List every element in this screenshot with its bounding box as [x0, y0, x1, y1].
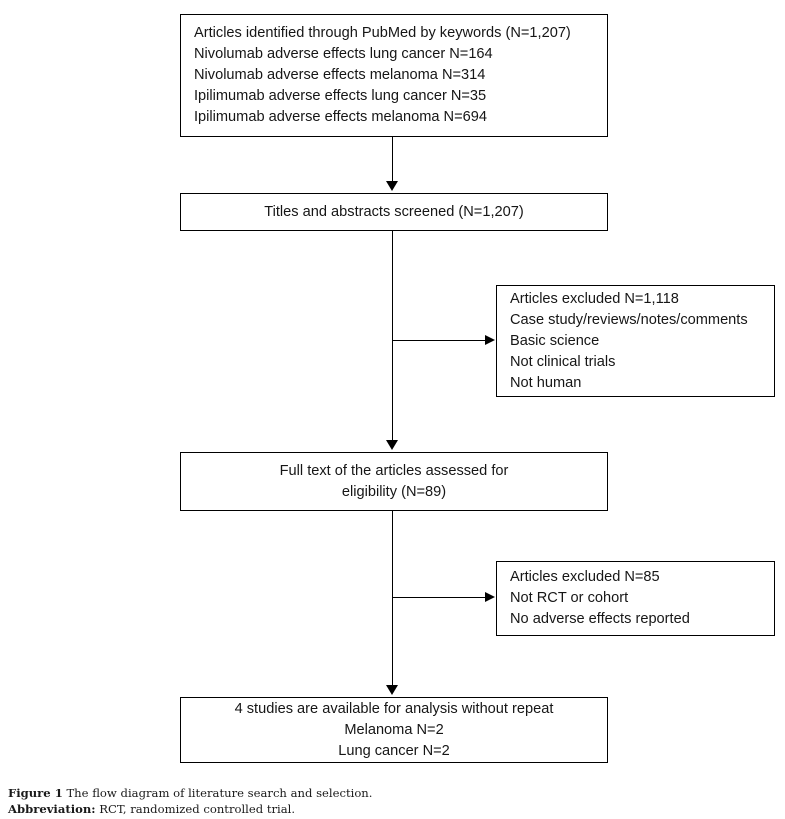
box-line: Not RCT or cohort: [510, 590, 629, 606]
box-line: Lung cancer N=2: [338, 742, 450, 759]
box-studies-included: 4 studies are available for analysis wit…: [180, 697, 608, 763]
box-line: Not clinical trials: [510, 353, 616, 370]
figure-caption-text: The flow diagram of literature search an…: [66, 786, 373, 800]
box-line: eligibility (N=89): [341, 483, 447, 500]
abbreviation-text: RCT, randomized controlled trial.: [99, 801, 296, 816]
flow-diagram: Articles identified through PubMed by ke…: [180, 14, 775, 763]
box-line: Case study/reviews/notes/comments: [510, 311, 748, 328]
box-line: Basic science: [510, 332, 600, 349]
arrow-down-icon: [386, 181, 398, 191]
box-line: Ipilimumab adverse effects lung cancer N…: [194, 88, 487, 104]
arrow-right-icon: [485, 335, 495, 345]
box-line: Ipilimumab adverse effects melanoma N=69…: [194, 109, 487, 125]
connector-fulltext-to-final: [392, 511, 393, 686]
box-articles-excluded-screening: Articles excluded N=1,118 Case study/rev…: [496, 285, 775, 397]
box-line: No adverse effects reported: [510, 611, 690, 627]
figure-number: Figure 1: [8, 786, 63, 800]
figure-caption-line-2: Abbreviation: RCT, randomized controlled…: [8, 802, 778, 818]
arrow-down-icon: [386, 685, 398, 695]
box-titles-abstracts-screened: Titles and abstracts screened (N=1,207): [180, 193, 608, 231]
figure-caption: Figure 1 The flow diagram of literature …: [8, 786, 778, 817]
box-line: Full text of the articles assessed for: [279, 462, 509, 479]
box-line: 4 studies are available for analysis wit…: [234, 700, 554, 717]
box-line: Articles identified through PubMed by ke…: [194, 25, 571, 41]
connector-fulltext-to-excluded-2: [392, 597, 486, 598]
box-line: Nivolumab adverse effects melanoma N=314: [194, 67, 486, 83]
figure-caption-line-1: Figure 1 The flow diagram of literature …: [8, 786, 778, 802]
box-line: Titles and abstracts screened (N=1,207): [264, 203, 524, 220]
abbreviation-label: Abbreviation:: [8, 801, 96, 816]
box-line: Articles excluded N=85: [510, 569, 660, 585]
box-articles-excluded-eligibility: Articles excluded N=85 Not RCT or cohort…: [496, 561, 775, 636]
connector-screened-to-fulltext: [392, 231, 393, 441]
box-articles-identified: Articles identified through PubMed by ke…: [180, 14, 608, 137]
connector-identified-to-screened: [392, 137, 393, 182]
connector-screened-to-excluded-1: [392, 340, 486, 341]
box-line: Articles excluded N=1,118: [510, 290, 679, 307]
box-line: Not human: [510, 374, 582, 391]
arrow-right-icon: [485, 592, 495, 602]
box-line: Melanoma N=2: [344, 721, 444, 738]
box-fulltext-assessed: Full text of the articles assessed for e…: [180, 452, 608, 511]
box-line: Nivolumab adverse effects lung cancer N=…: [194, 46, 493, 62]
arrow-down-icon: [386, 440, 398, 450]
